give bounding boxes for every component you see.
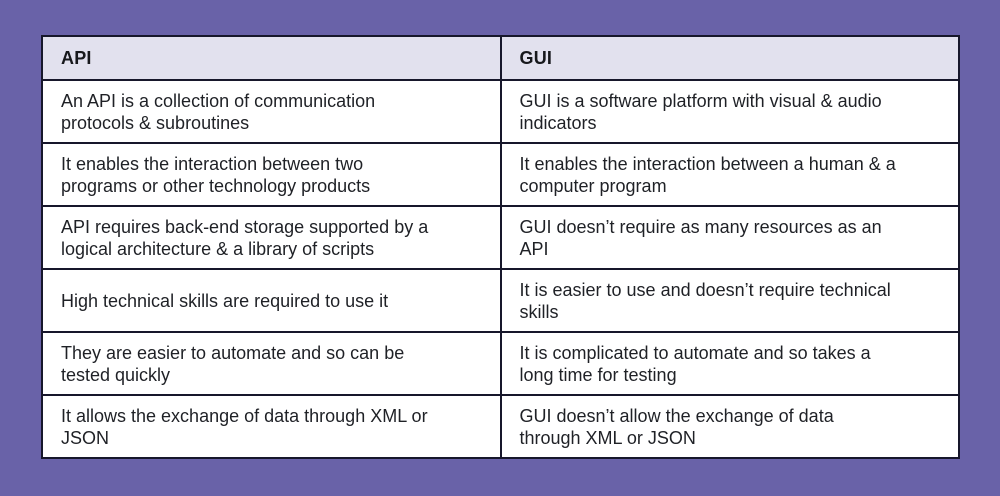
api-cell: API requires back-end storage supported … [41, 205, 502, 270]
header-row: API GUI [41, 35, 960, 81]
api-cell: An API is a collection of communication … [41, 79, 502, 144]
table-row: An API is a collection of communication … [41, 79, 960, 144]
api-cell: High technical skills are required to us… [41, 268, 502, 333]
api-cell: It allows the exchange of data through X… [41, 394, 502, 459]
column-header-gui: GUI [499, 35, 960, 81]
api-cell: It enables the interaction between two p… [41, 142, 502, 207]
gui-cell: It is easier to use and doesn’t require … [499, 268, 960, 333]
gui-cell: It enables the interaction between a hum… [499, 142, 960, 207]
column-header-api: API [41, 35, 502, 81]
api-cell: They are easier to automate and so can b… [41, 331, 502, 396]
table-row: High technical skills are required to us… [41, 268, 960, 333]
gui-cell: It is complicated to automate and so tak… [499, 331, 960, 396]
table-row: It allows the exchange of data through X… [41, 394, 960, 459]
table-row: API requires back-end storage supported … [41, 205, 960, 270]
api-vs-gui-comparison-table: API GUI An API is a collection of commun… [41, 35, 960, 459]
gui-cell: GUI is a software platform with visual &… [499, 79, 960, 144]
gui-cell: GUI doesn’t require as many resources as… [499, 205, 960, 270]
table-row: It enables the interaction between two p… [41, 142, 960, 207]
table-row: They are easier to automate and so can b… [41, 331, 960, 396]
gui-cell: GUI doesn’t allow the exchange of data t… [499, 394, 960, 459]
